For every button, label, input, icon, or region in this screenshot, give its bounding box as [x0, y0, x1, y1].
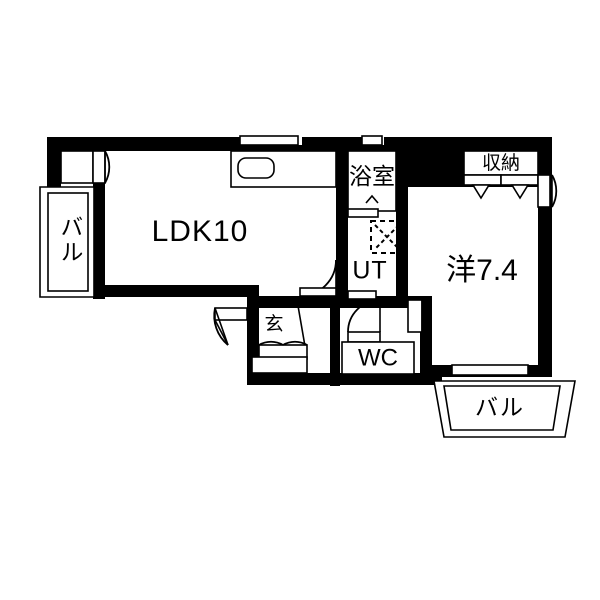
room-bathroom: 浴室: [347, 150, 397, 218]
shoe-cabinet: [251, 340, 308, 374]
room-ut: UT: [347, 220, 404, 300]
room-western: 洋7.4: [446, 254, 518, 287]
ldk-label: LDK10: [152, 215, 249, 248]
entrance-hall: 玄: [251, 299, 308, 374]
western-room-label: 洋7.4: [446, 254, 518, 287]
top-wall-windows: [239, 135, 383, 146]
ut-label: UT: [352, 257, 387, 285]
ldk-northwest-window-door: [60, 150, 111, 184]
wc-label: WC: [358, 344, 398, 371]
kitchen-sink-counter: [230, 150, 337, 188]
western-room-south-window: [451, 364, 529, 376]
closet: 収納: [463, 150, 539, 200]
balcony-west-label: バル: [57, 215, 83, 265]
western-room-east-door: [537, 174, 558, 208]
balcony-south-label: バル: [475, 394, 525, 420]
balcony-west: バル: [39, 186, 95, 298]
western-room-door: [407, 299, 428, 333]
room-wc: WC: [341, 341, 415, 375]
closet-label: 収納: [482, 152, 520, 174]
balcony-south: バル: [433, 380, 576, 438]
entrance-label: 玄: [264, 313, 283, 335]
entrance-door: [213, 307, 248, 346]
bathroom-label: 浴室: [349, 163, 395, 189]
room-ldk: LDK10: [152, 215, 249, 248]
washing-machine-pan: [370, 220, 404, 254]
ldk-to-hall-door: [299, 259, 337, 297]
